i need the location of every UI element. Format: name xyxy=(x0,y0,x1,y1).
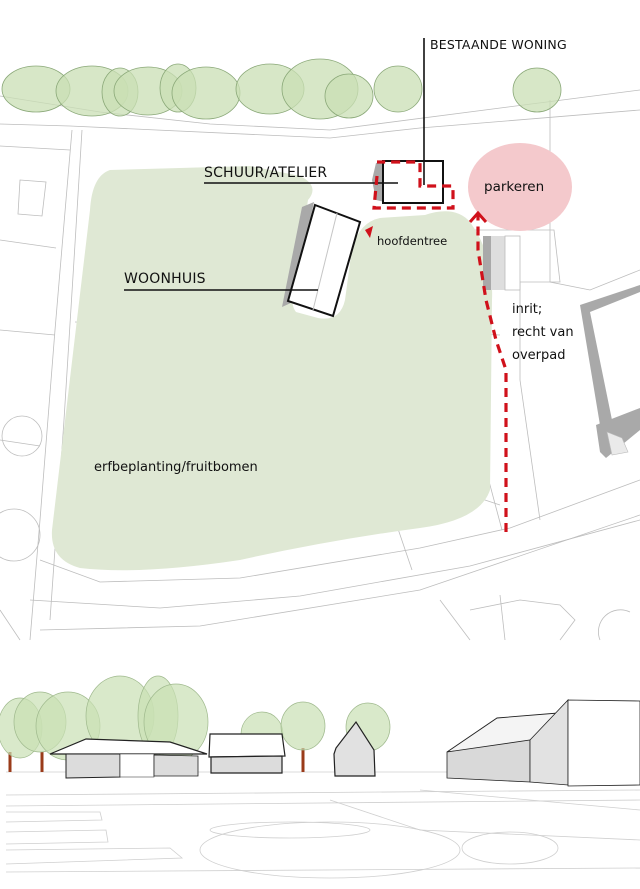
label-barn: SCHUUR/ATELIER xyxy=(204,165,328,181)
leader-lines xyxy=(124,38,425,291)
schuur-building xyxy=(372,160,444,204)
label-driveway-2: recht van xyxy=(512,325,574,340)
neighbour-building xyxy=(580,285,640,458)
label-planting: erfbeplanting/fruitbomen xyxy=(94,460,258,475)
parking-area xyxy=(468,143,572,231)
label-house: WOONHUIS xyxy=(124,271,206,287)
label-driveway-3: overpad xyxy=(512,348,566,363)
entrance-arrow xyxy=(365,226,373,238)
elevation-buildings xyxy=(49,698,640,787)
route-lines xyxy=(372,160,508,532)
elevation-ground xyxy=(5,771,640,879)
woonhuis-building xyxy=(282,202,362,318)
outbuilding xyxy=(483,235,521,291)
label-main-entrance: hoofdentree xyxy=(377,234,448,248)
label-driveway-1: inrit; xyxy=(512,302,543,317)
tree-row-top xyxy=(1,58,562,120)
route-arrowhead xyxy=(468,210,488,223)
garden-area xyxy=(51,166,493,571)
label-existing-house: BESTAANDE WONING xyxy=(430,37,567,52)
label-parking: parkeren xyxy=(484,179,545,195)
